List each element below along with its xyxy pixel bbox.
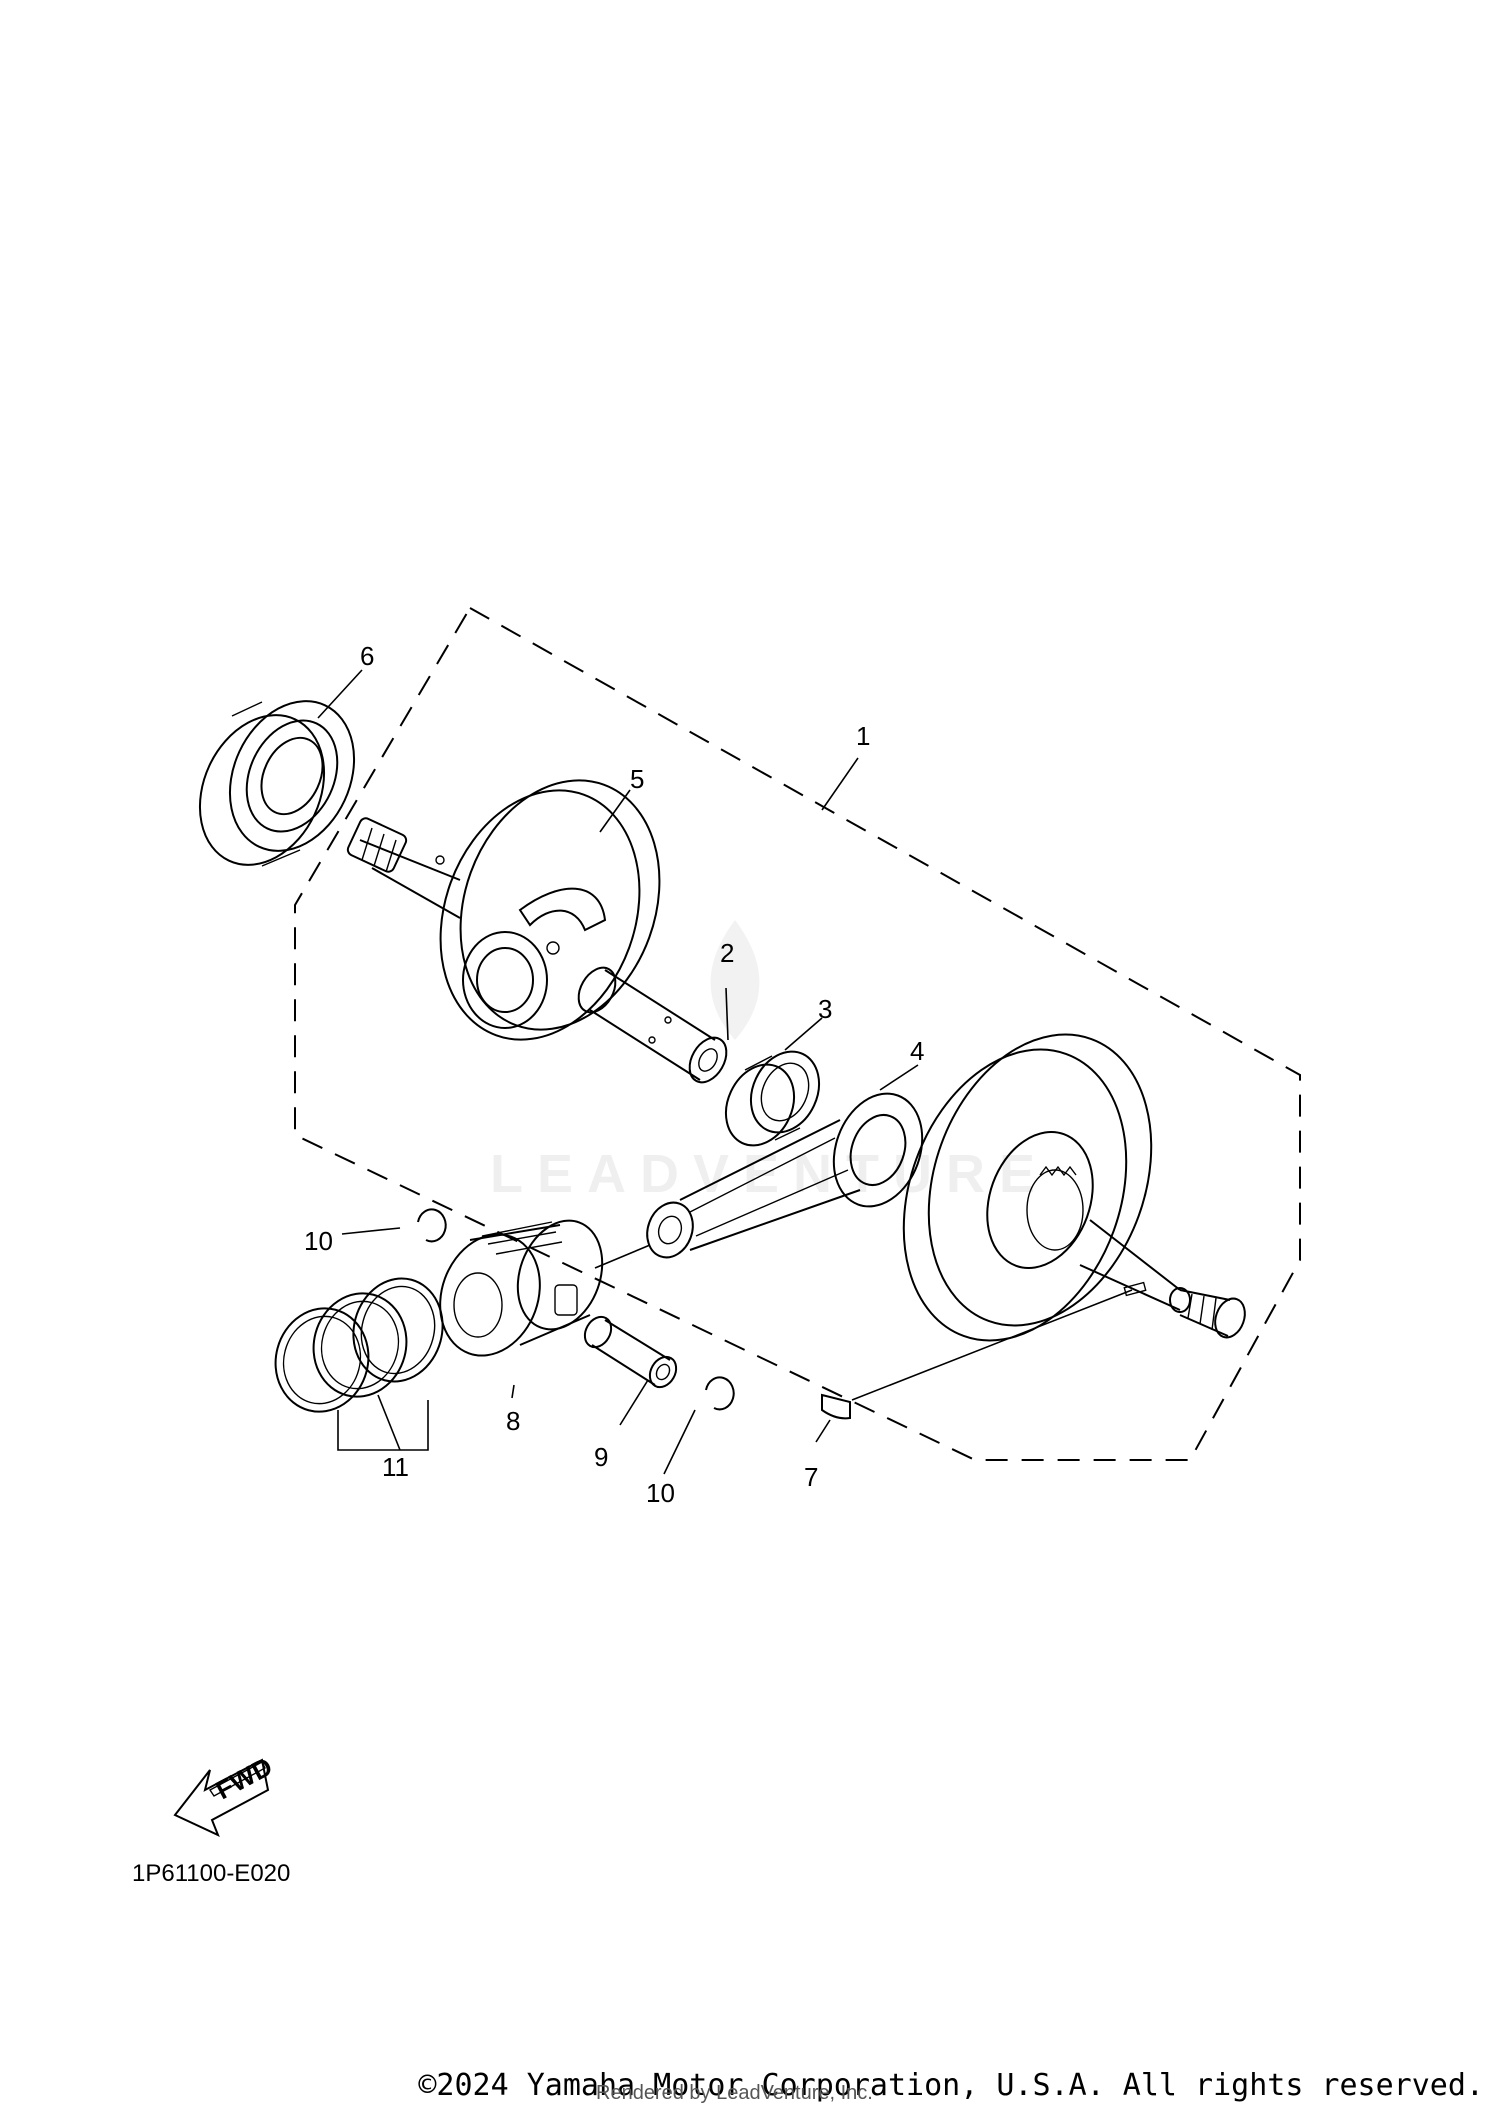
- piston-pin-part: [583, 1315, 678, 1389]
- callout-labels: 1 2 3 4 5 6 7 8 9 10 10 11: [304, 641, 924, 1508]
- callout-9: 9: [594, 1442, 608, 1472]
- needle-bearing-part: [724, 1050, 821, 1147]
- callout-7: 7: [804, 1462, 818, 1492]
- left-crank-half-part: [346, 779, 661, 1041]
- callout-8: 8: [506, 1406, 520, 1436]
- copyright-notice: ©2024 Yamaha Motor Corporation, U.S.A. A…: [418, 2068, 1484, 2103]
- connecting-rod-part: [646, 1092, 924, 1259]
- callout-3: 3: [818, 994, 832, 1024]
- leader-lines: [317, 669, 919, 1475]
- rendered-by-notice: Rendered by LeadVenture, Inc.: [596, 2082, 873, 2104]
- forward-direction-arrow: FWD: [173, 1751, 277, 1837]
- piston-part: [439, 1219, 651, 1357]
- watermark-text: LEADVENTURE: [490, 1144, 1049, 1204]
- leadventure-watermark: LEADVENTURE: [490, 920, 1049, 1204]
- callout-2: 2: [720, 938, 734, 968]
- callout-10-upper: 10: [304, 1226, 333, 1256]
- bearing-part: [198, 700, 356, 867]
- piston-rings-part: [274, 1277, 444, 1451]
- woodruff-key-part: [821, 1289, 1133, 1420]
- diagram-code: 1P61100-E020: [132, 1860, 291, 1887]
- piston-pin-clip-lower-part: [705, 1376, 735, 1411]
- right-crank-half-part: [902, 1033, 1246, 1342]
- fwd-label: FWD: [211, 1751, 277, 1805]
- crankshaft-assembly-boundary: [294, 606, 1301, 1461]
- callout-4: 4: [910, 1036, 924, 1066]
- callout-1: 1: [856, 721, 870, 751]
- callout-11: 11: [382, 1452, 409, 1482]
- callout-5: 5: [630, 764, 644, 794]
- callout-10-lower: 10: [646, 1478, 675, 1508]
- piston-pin-clip-upper-part: [417, 1208, 447, 1243]
- crank-pin-part: [577, 966, 728, 1084]
- callout-6: 6: [360, 641, 374, 671]
